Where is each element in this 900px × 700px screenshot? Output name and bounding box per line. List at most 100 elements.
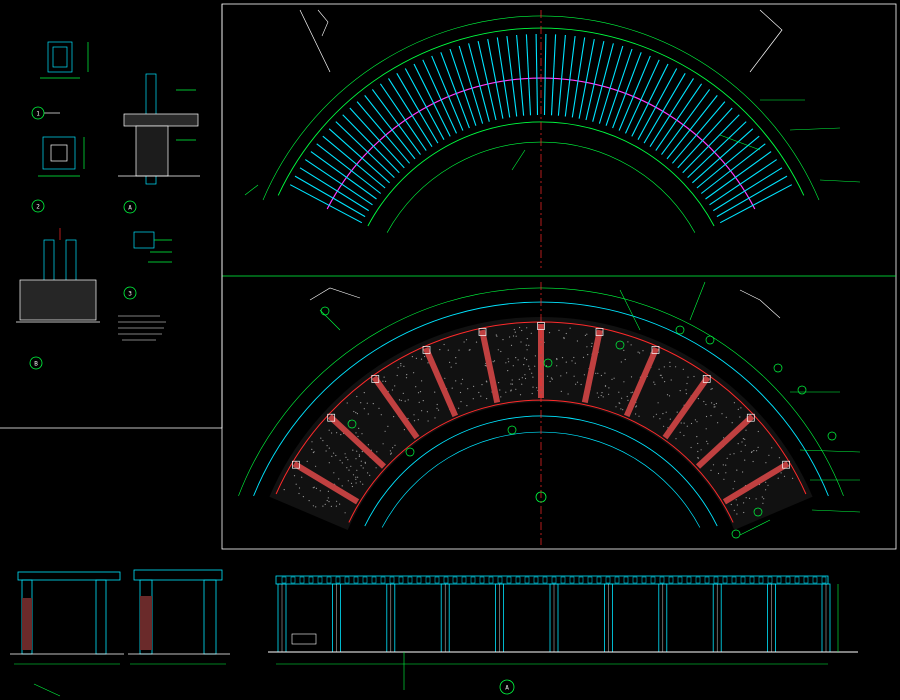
paving-dot [439, 349, 441, 351]
front-slat-end [749, 576, 755, 584]
roof-slat [316, 143, 382, 194]
paving-dot [683, 422, 685, 424]
paving-dot [328, 447, 330, 449]
paving-dot [697, 442, 699, 445]
front-slat-end [722, 576, 728, 584]
roof-slat [713, 167, 783, 212]
front-slat-end [461, 576, 467, 584]
paving-dot [740, 407, 742, 409]
paving-dot [792, 477, 794, 479]
roof-slat [550, 34, 557, 116]
roof-slat [571, 37, 586, 118]
roof-slat [525, 34, 532, 116]
paving-dot [565, 361, 567, 363]
paving-dot [525, 344, 527, 346]
paving-dot [510, 383, 512, 385]
front-slat-end [704, 576, 710, 584]
paving-dot [741, 441, 743, 443]
paving-dot [403, 365, 405, 367]
roof-slat [379, 83, 427, 151]
roof-leader [511, 149, 526, 171]
paving-dot [500, 350, 502, 353]
paving-dot [613, 377, 615, 379]
paving-dot [400, 365, 402, 367]
paving-dot [512, 335, 515, 337]
paving-dot [427, 420, 429, 422]
paving-dot [519, 326, 521, 329]
detail-3-label: 3 [128, 291, 132, 298]
paving-dot [706, 440, 708, 442]
front-elev-bench [291, 633, 317, 645]
paving-dot [615, 406, 617, 408]
plan-column-post [371, 375, 380, 383]
paving-dot [355, 482, 357, 484]
paving-dot [347, 459, 349, 461]
section-b-drawing [16, 228, 100, 323]
paving-dot [569, 327, 571, 329]
paving-dot [713, 404, 715, 406]
paving-dot [626, 395, 628, 398]
paving-dot [725, 464, 727, 466]
front-slat-end [434, 576, 440, 584]
paving-dot [707, 443, 709, 445]
roof-leader-lines [244, 99, 861, 196]
paving-dot [710, 388, 712, 390]
paving-dot [778, 457, 781, 459]
paving-dot [339, 459, 341, 461]
plan-leader [811, 509, 861, 513]
paving-dot [725, 416, 727, 418]
plan-grid-bubble [827, 431, 837, 441]
front-slat-end [380, 576, 386, 584]
roof-slat [692, 128, 754, 184]
paving-dot [460, 383, 462, 385]
paving-dot [500, 396, 502, 398]
paving-dot [712, 464, 715, 466]
paving-dot [777, 477, 779, 479]
paving-dot [627, 399, 629, 401]
paving-dot [515, 388, 517, 390]
paving-dot [765, 462, 767, 464]
paving-dot [458, 407, 460, 409]
paving-dot [690, 422, 693, 425]
front-slat-end [785, 576, 791, 584]
front-slat-end [677, 576, 683, 584]
paving-dot [696, 421, 698, 423]
paving-dot [344, 512, 346, 514]
paving-dot [551, 378, 553, 380]
front-slat-end [335, 576, 341, 584]
paving-dot [545, 365, 548, 367]
paving-dot [635, 413, 637, 415]
paving-dot [737, 408, 739, 410]
front-slat-end [569, 576, 575, 584]
roof-slat [458, 45, 484, 124]
paving-dot [352, 474, 355, 476]
paving-dot [767, 484, 769, 486]
plan-column-beam [422, 346, 459, 418]
paving-dot [714, 406, 716, 408]
roof-leader [719, 134, 761, 151]
paving-dot [390, 452, 392, 454]
paving-dot [705, 415, 708, 418]
paving-dot [560, 375, 562, 377]
paving-dot [659, 374, 662, 376]
paving-dot [780, 472, 782, 474]
front-slat-end [659, 576, 665, 584]
paving-dot [611, 378, 613, 380]
plan-grid-bubble [615, 340, 625, 350]
plan-column-beam [292, 461, 360, 505]
paving-dot [358, 455, 360, 457]
paving-dot [675, 366, 677, 368]
paving-dot [753, 450, 755, 452]
paving-dot [534, 365, 536, 367]
paving-dot [710, 415, 712, 417]
paving-dot [461, 378, 464, 380]
paving-dot [733, 402, 736, 404]
paving-dot [783, 475, 786, 477]
section-b-planter [19, 279, 97, 321]
paving-dot [576, 340, 579, 342]
plan-grid-bubble [753, 507, 763, 517]
paving-dot [608, 393, 610, 395]
paving-dot [498, 382, 500, 384]
paving-dot [463, 341, 465, 343]
